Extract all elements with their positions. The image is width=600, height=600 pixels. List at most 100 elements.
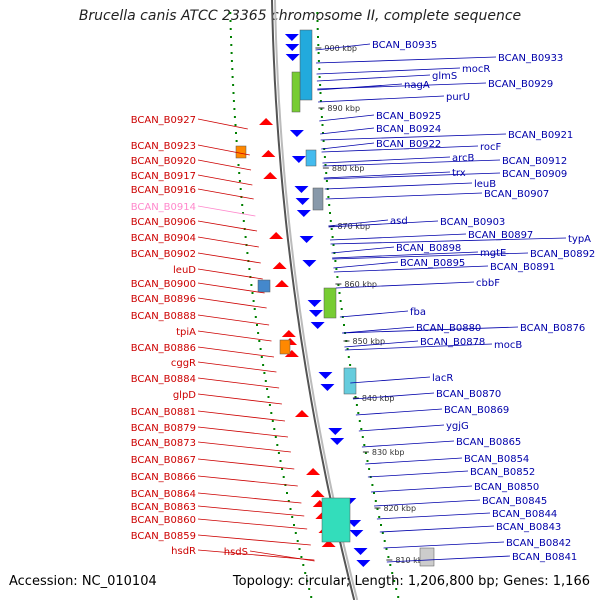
gc-dot-inner [293,524,295,526]
leader-line [197,314,270,326]
gene-label-right: fba [410,307,426,318]
reverse-gene-arrow [320,384,335,391]
leader-line [197,252,261,264]
gc-dot-outer [338,292,341,294]
leader-line [197,393,282,405]
leader-line [197,458,295,470]
leader-line [331,246,395,254]
reverse-gene-arrow [330,438,345,445]
gc-dot-inner [230,44,233,46]
gene-label-right: BCAN_B0870 [436,389,501,400]
leader-line [339,310,409,318]
leader-line [197,159,252,171]
gc-dot-inner [230,60,233,62]
reverse-gene-arrow [310,322,325,329]
leader-line [197,330,272,342]
gc-dot-outer [335,268,338,270]
leader-line [323,171,451,179]
gc-dot-outer [368,468,371,470]
gc-dot-outer [316,12,319,14]
leader-line [197,410,286,422]
reverse-gene-arrow [291,156,306,163]
leader-line [197,268,263,280]
gc-dot-outer [317,52,320,54]
gc-dot-inner [232,100,235,102]
reverse-gene-arrow [307,300,322,307]
leader-line [323,172,501,180]
gc-dot-outer [325,172,328,174]
gene-label-left: BCAN_B0896 [131,294,196,305]
gene-block [305,149,317,167]
gc-dot-inner [252,300,255,302]
leader-line [197,426,289,438]
gene-label-right: BCAN_B0898 [396,243,461,254]
gc-dot-inner [260,356,263,358]
leader-line [386,555,511,563]
gene-label-right: cbbF [476,278,500,289]
gene-label-left: BCAN_B0914 [131,202,196,213]
forward-gene-arrow [321,540,336,547]
tick-label: 890 kbp [327,104,360,113]
gc-dot-outer [373,492,375,494]
gc-dot-inner [248,268,251,270]
gc-dot-inner [267,396,270,398]
gc-dot-outer [318,76,321,78]
gene-label-right: mocB [494,340,522,351]
leader-line [197,236,259,248]
reverse-gene-arrow [308,310,323,317]
gc-dot-inner [235,132,237,134]
tick-label: 900 kbp [324,44,357,53]
leader-line [197,220,258,232]
gene-label-right: BCAN_B0897 [468,230,533,241]
gc-dot-outer [319,100,322,102]
gc-dot-outer [321,124,324,126]
leader-line [342,326,415,334]
gc-dot-inner [230,36,232,38]
gc-dot-outer [363,444,366,446]
tick-label: 840 kbp [362,394,395,403]
gc-dot-inner [304,572,307,574]
gc-dot-inner [235,140,238,142]
reverse-gene-arrow [299,236,314,243]
gc-dot-outer [385,548,388,550]
gc-dot-outer [316,28,319,30]
gc-dot-outer [380,524,382,526]
gc-dot-inner [239,188,242,190]
gene-label-left: BCAN_B0916 [131,185,196,196]
leader-line [379,525,495,533]
forward-gene-arrow [259,118,274,125]
leader-line [321,145,479,153]
gc-dot-outer [327,196,330,198]
leader-line [367,470,469,478]
leader-line [328,219,389,227]
gene-label-right: BCAN_B0842 [506,538,571,549]
gene-label-right: BCAN_B0921 [508,130,573,141]
gc-dot-inner [242,220,245,222]
leader-line [197,188,254,200]
gene-label-right: BCAN_B0933 [498,53,563,64]
gc-dot-outer [317,44,320,46]
gc-dot-outer [361,436,364,438]
leader-line [197,377,280,389]
gene-label-right: BCAN_B0843 [496,522,561,533]
gc-dot-outer [325,180,328,182]
gc-dot-inner [238,172,241,174]
gene-label-left: BCAN_B0864 [131,489,196,500]
leader-line [325,192,483,200]
leader-line [374,499,481,507]
gene-label-right: BCAN_B0841 [512,552,577,563]
leader-line [197,492,302,504]
gene-block [235,145,247,159]
leader-line [197,174,253,186]
gc-dot-inner [250,284,253,286]
gene-label-right: BCAN_B0878 [420,337,485,348]
leader-line [383,541,505,549]
gene-label-right: BCAN_B0852 [470,467,535,478]
feature-layer [235,29,435,567]
gc-dot-inner [279,460,282,462]
gene-label-right: BCAN_B0922 [376,139,441,150]
gc-dot-inner [241,204,244,206]
gene-label-left: BCAN_B0920 [131,156,196,167]
gc-dot-inner [264,380,267,382]
leader-line [315,43,371,51]
